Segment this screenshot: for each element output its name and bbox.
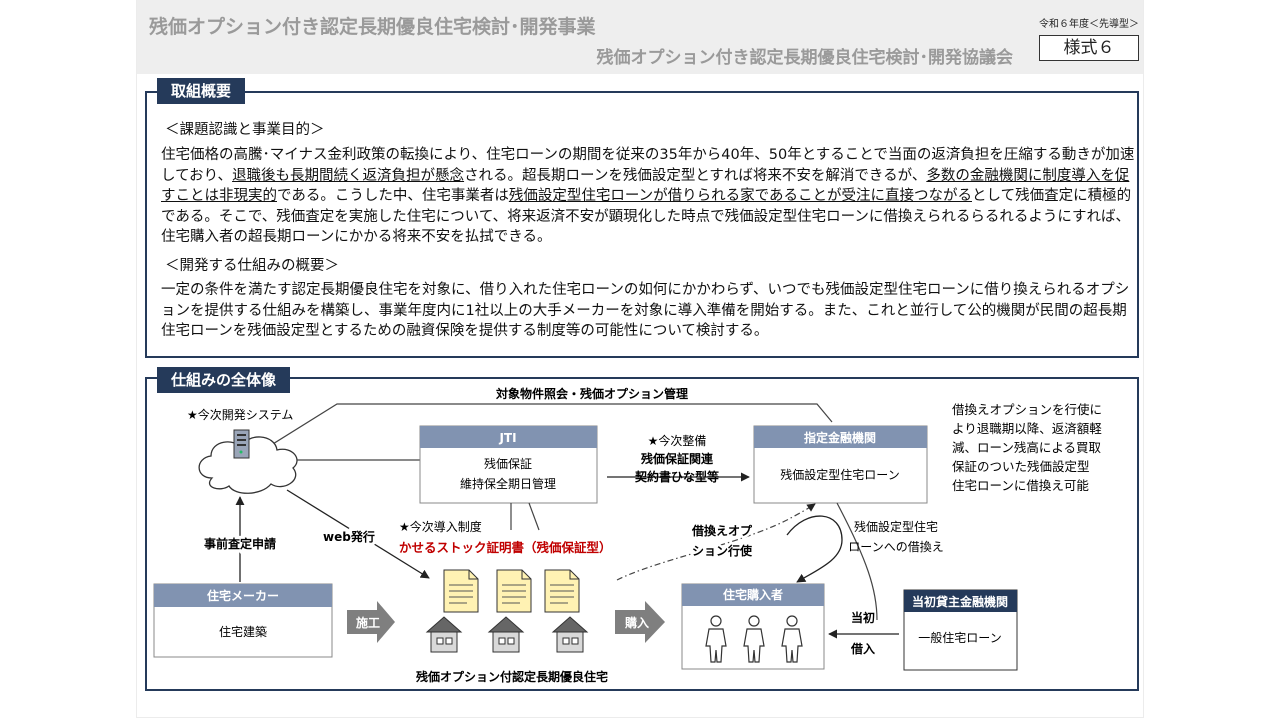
jti-box: JTI 残価保証 維持保全期日管理 [419, 425, 598, 504]
jti-title: JTI [498, 431, 516, 445]
cert-star-label: ★今次導入制度 [399, 519, 482, 534]
document-icon-1 [443, 569, 479, 613]
contract-line1: 残価保証関連 [641, 451, 714, 466]
purchase-arrow: 購入 [615, 601, 665, 643]
buyer-title: 住宅購入者 [723, 587, 783, 602]
initial-lender-box: 当初貸主金融機関 一般住宅ローン [903, 589, 1018, 671]
p1-underline-1: 退職後も長期間続く返済負担が懸念 [232, 167, 465, 184]
p1-underline-3: 残価設定型住宅ローンが借りられる家であることが受注に直接つながる [508, 188, 972, 204]
page-title: 残価オプション付き認定長期優良住宅検討･開発事業 [149, 16, 596, 38]
designated-bank-box: 指定金融機関 残価設定型住宅ローン [753, 425, 928, 504]
overview-panel: ＜課題認識と事業目的＞ 住宅価格の高騰･マイナス金利政策の転換により、住宅ローン… [145, 91, 1139, 358]
purchase-label: 購入 [624, 615, 649, 630]
page-subtitle: 残価オプション付き認定長期優良住宅検討･開発協議会 [596, 48, 1014, 68]
document-icon-3 [544, 569, 580, 613]
person-icons [705, 615, 803, 663]
right-note-line-2: より退職期以降、返済額軽 [952, 421, 1102, 436]
person-icon-2 [743, 615, 765, 663]
jti-doc-line-2 [528, 502, 540, 531]
server-icon [233, 429, 250, 459]
option-exercise-line1: 借換えオプ [691, 523, 753, 538]
refinance-curve-arrow [836, 502, 878, 621]
right-note-line-1: 借換えオプションを行使に [952, 402, 1102, 417]
contract-star: ★今次整備 [648, 433, 707, 448]
pre-appraisal-label: 事前査定申請 [204, 536, 276, 551]
p1-text-c: である。こうした中、住宅事業者は [277, 188, 509, 204]
top-flow-label: 対象物件照会・残価オプション管理 [495, 386, 688, 401]
house-icon-1 [425, 616, 463, 653]
right-note-line-3: 減、ローン残高による買取 [952, 440, 1102, 455]
house-icon-2 [487, 616, 525, 653]
form-number-box: 様式６ [1039, 35, 1139, 61]
web-issue-label: web発行 [323, 529, 375, 544]
refi-label-line1: 残価設定型住宅 [854, 519, 938, 534]
p1-text-d: として残価査定に積極的である。そこで、残価査定を実施した住宅について、将来返済不… [161, 188, 1132, 245]
web-issue-arrow [286, 489, 430, 579]
overview-heading: 取組概要 [157, 78, 246, 104]
jti-line2: 維持保全期日管理 [460, 476, 556, 491]
p1-underline-2: 多数の金融機関に制度導入を促すことは非現実的 [161, 167, 1130, 205]
overview-sub-heading-1: ＜課題認識と事業目的＞ [165, 122, 325, 138]
scheme-heading: 仕組みの全体像 [157, 367, 291, 393]
house-caption: 残価オプション付認定長期優良住宅 [416, 669, 608, 684]
person-icon-3 [781, 615, 803, 663]
initial-borrow-line2: 借入 [850, 641, 875, 656]
initial-lender-title: 当初貸主金融機関 [912, 594, 1008, 609]
house-icons [425, 616, 589, 653]
bank-buyer-curve [786, 515, 843, 583]
option-exercise-dashed-arrow [616, 503, 816, 581]
p1-text-a: 住宅価格の高騰･マイナス金利政策の転換により、住宅ローンの期間を従来の35年から… [161, 147, 1135, 184]
slide: 残価オプション付き認定長期優良住宅検討･開発事業 残価オプション付き認定長期優良… [137, 0, 1143, 717]
cloud-icon [198, 436, 298, 494]
right-note: 借換えオプションを行使に より退職期以降、返済額軽 減、ローン残高による買取 保… [952, 402, 1102, 493]
cert-label: かせるストック証明書（残価保証型） [399, 540, 612, 555]
house-maker-box: 住宅メーカー 住宅建築 [153, 583, 333, 658]
refi-label-line2: ローンへの借換え [848, 540, 943, 554]
top-flow-line [251, 403, 833, 458]
overview-paragraph-1: 住宅価格の高騰･マイナス金利政策の転換により、住宅ローンの期間を従来の35年から… [161, 145, 1137, 248]
overview-paragraph-2: 一定の条件を満たす認定長期優良住宅を対象に、借り入れた住宅ローンの如何にかかわら… [161, 282, 1130, 339]
construct-arrow: 施工 [347, 601, 395, 643]
maker-body: 住宅建築 [219, 624, 267, 639]
person-icon-1 [705, 615, 727, 663]
scheme-diagram: 対象物件照会・残価オプション管理 ★今次開発システム JTI 残価保証 維持保全… [153, 386, 1102, 684]
p1-text-b: される。超長期ローンを残価設定型とすれば将来不安を解消できるが、 [464, 167, 927, 184]
right-note-line-4: 保証のついた残価設定型 [952, 459, 1090, 474]
overview-sub-heading-2: ＜開発する仕組みの概要＞ [165, 258, 339, 274]
bank-body: 残価設定型住宅ローン [780, 467, 899, 482]
maker-title: 住宅メーカー [207, 588, 279, 603]
overview-body: ＜課題認識と事業目的＞ 住宅価格の高騰･マイナス金利政策の転換により、住宅ローン… [147, 93, 1137, 356]
jti-line1: 残価保証 [484, 457, 532, 471]
initial-lender-body: 一般住宅ローン [918, 630, 1001, 645]
right-note-line-5: 住宅ローンに借換え可能 [952, 478, 1089, 493]
contract-line2: 契約書ひな型等 [634, 469, 719, 484]
cert-document-icons [443, 569, 580, 613]
document-icon-2 [496, 569, 532, 613]
fiscal-year-label: 令和６年度＜先導型＞ [1039, 19, 1139, 30]
header-bar: 残価オプション付き認定長期優良住宅検討･開発事業 残価オプション付き認定長期優良… [137, 0, 1143, 74]
construct-label: 施工 [356, 615, 380, 630]
initial-borrow-line1: 当初 [851, 610, 875, 625]
system-label: ★今次開発システム [187, 407, 293, 422]
house-icon-3 [551, 616, 589, 653]
bank-title: 指定金融機関 [804, 430, 876, 445]
option-exercise-line2: ション行使 [692, 543, 753, 558]
